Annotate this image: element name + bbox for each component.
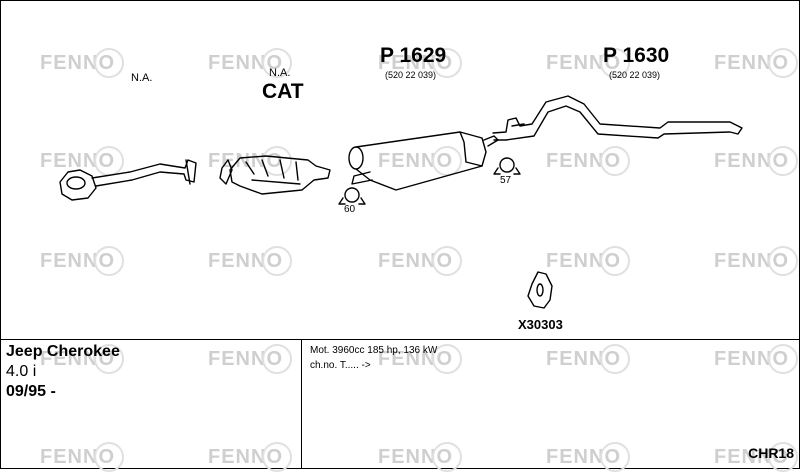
rear-silencer-oem-number: (520 22 039) <box>609 70 661 80</box>
clamp-60-drawing <box>338 187 366 205</box>
rear-pipe-drawing <box>492 95 743 141</box>
diagram-code: CHR18 <box>748 445 794 461</box>
rubber-mount-drawing <box>527 271 553 309</box>
cat-na-label: N.A. <box>269 67 291 79</box>
clamp-57-drawing <box>493 157 521 175</box>
downpipe-drawing <box>59 159 197 201</box>
vehicle-engine: 4.0 i <box>6 363 37 380</box>
centre-silencer-drawing <box>348 131 499 191</box>
vehicle-model: Jeep Cherokee <box>6 343 120 360</box>
exhaust-diagram <box>59 95 743 309</box>
rear-silencer-part-number: P 1630 <box>603 44 670 67</box>
centre-silencer-oem-number: (520 22 039) <box>385 70 437 80</box>
table-column-divider <box>301 339 302 468</box>
cat-label: CAT <box>262 80 304 103</box>
table-top-divider <box>1 339 799 340</box>
centre-silencer-part-number: P 1629 <box>380 44 447 67</box>
catalytic-converter-drawing <box>219 155 331 195</box>
rubber-mount-part-number: X30303 <box>518 317 563 332</box>
motor-spec: Mot. 3960cc 185 hp, 136 kW <box>310 345 438 356</box>
chassis-spec: ch.no. T..... -> <box>310 360 371 371</box>
clamp-57-label: 57 <box>500 175 512 186</box>
downpipe-na-label: N.A. <box>131 72 153 84</box>
clamp-60-label: 60 <box>344 204 356 215</box>
vehicle-years: 09/95 - <box>6 383 56 400</box>
